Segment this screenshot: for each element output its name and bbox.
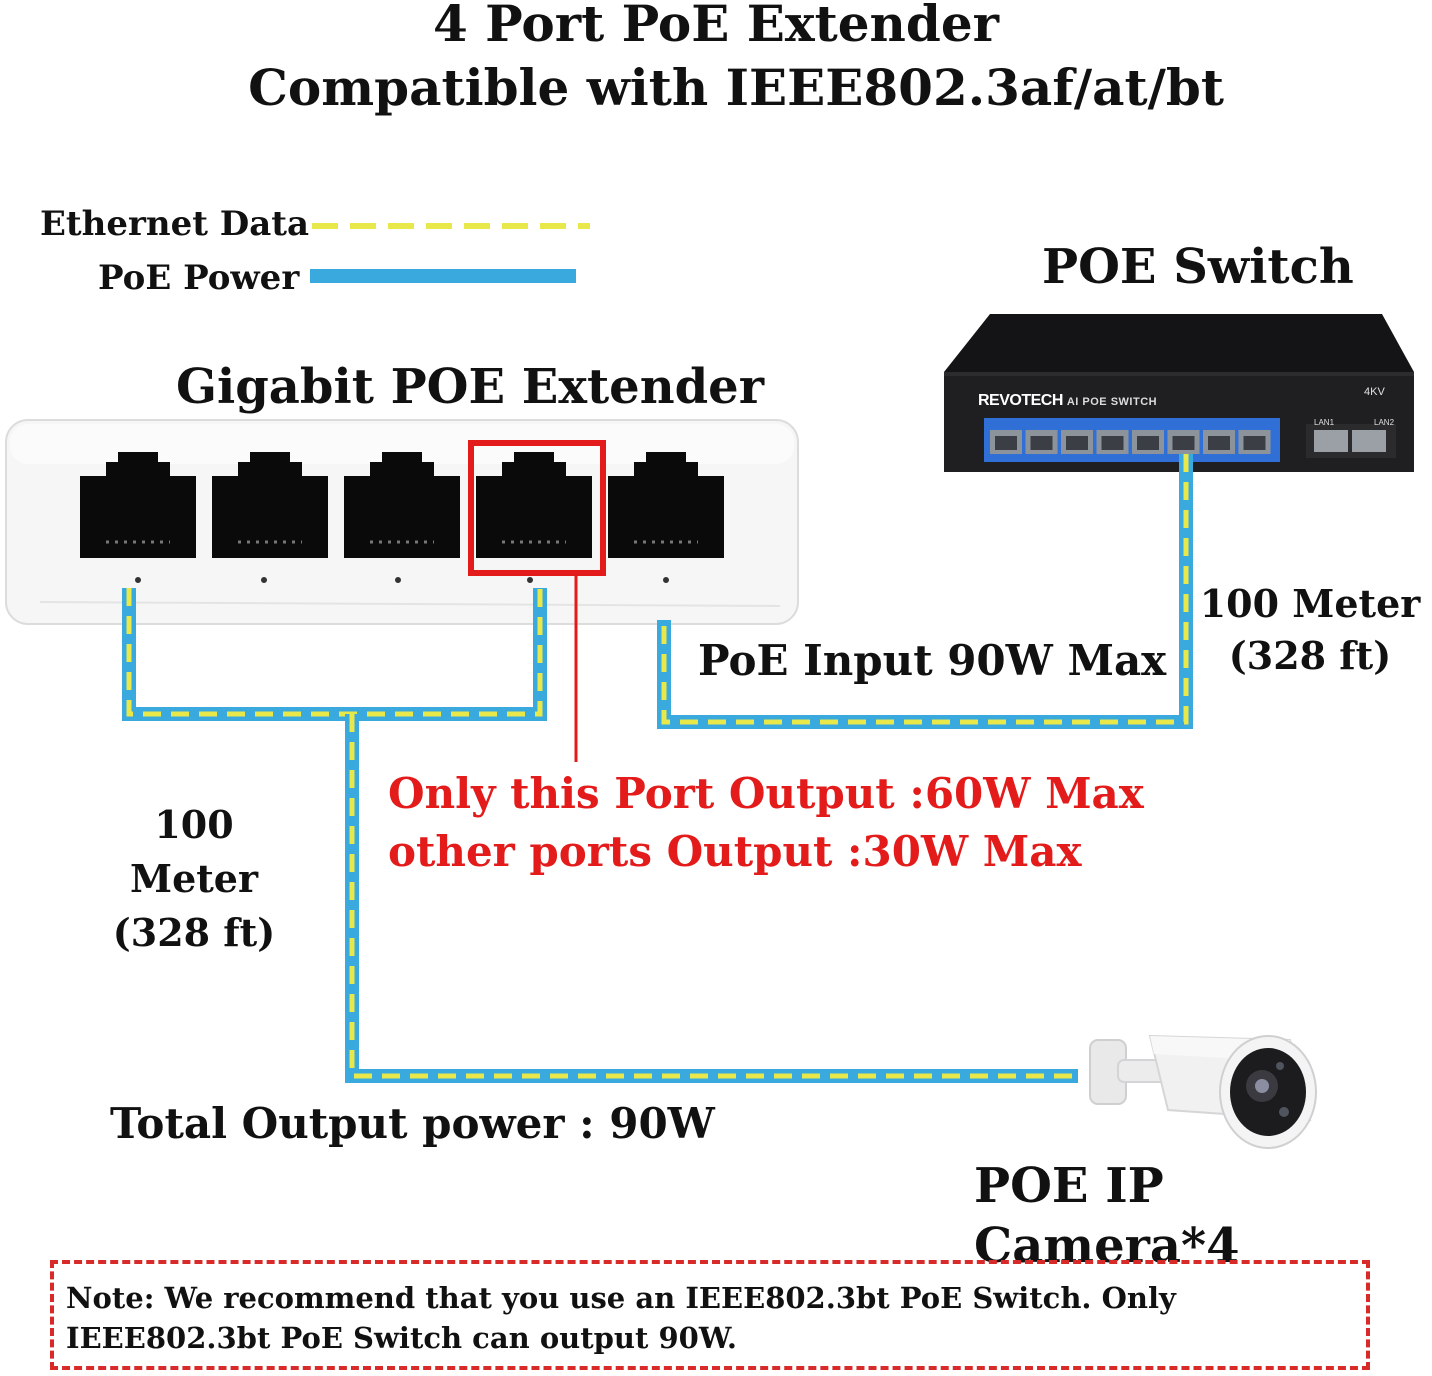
switch-brand-suffix: AI POE SWITCH <box>1066 396 1158 408</box>
switch-lan1-label: LAN1 <box>1314 418 1335 427</box>
length-right-feet: (328 ft) <box>1228 633 1392 678</box>
cable-switch-to-extender <box>657 454 1193 729</box>
legend-ethernet-label: Ethernet Data <box>40 204 310 244</box>
extender-title: Gigabit POE Extender <box>176 359 764 415</box>
switch-port-socket <box>1030 436 1053 450</box>
title-line-2: Compatible with IEEE802.3af/at/bt <box>248 58 1224 117</box>
port-output-note-other: other ports Output :30W Max <box>388 827 1082 876</box>
extender-port-5 <box>80 452 196 583</box>
switch-brand: REVOTECH AI POE SWITCH <box>978 392 1157 410</box>
recommendation-note-box: Note: We recommend that you use an IEEE8… <box>50 1260 1370 1370</box>
title-line-1: 4 Port PoE Extender <box>432 0 1000 53</box>
switch-lan-ports <box>1314 430 1386 452</box>
camera-title: POE IP Camera*4 <box>974 1158 1240 1274</box>
switch-brand-name: REVOTECH <box>978 392 1063 409</box>
length-right-meters: 100 Meter <box>1199 581 1421 626</box>
switch-lan2-label: LAN2 <box>1374 418 1395 427</box>
length-label-left: 100 Meter (328 ft) <box>84 798 304 960</box>
total-output-power-label: Total Output power : 90W <box>110 1099 715 1148</box>
extender-port-4 <box>212 452 328 583</box>
length-left-feet: (328 ft) <box>112 910 276 955</box>
poe-input-label: PoE Input 90W Max <box>698 636 1167 685</box>
switch-ports <box>990 430 1271 454</box>
port-output-note-primary: Only this Port Output :60W Max <box>388 769 1144 818</box>
switch-title: POE Switch <box>1042 239 1354 295</box>
extender-port-2 <box>476 452 592 583</box>
extender-port-poe-in <box>608 452 724 583</box>
length-label-right: 100 Meter (328 ft) <box>1190 578 1430 682</box>
length-left-meters: 100 Meter <box>130 802 258 901</box>
extender-ports <box>80 452 724 583</box>
switch-port-socket <box>1137 436 1159 450</box>
switch-port-socket <box>1243 436 1266 450</box>
switch-port-socket <box>1208 436 1230 450</box>
switch-port-socket <box>1101 436 1124 450</box>
switch-port-socket <box>995 436 1017 450</box>
highlighted-port-box <box>468 440 606 576</box>
cable-to-camera <box>345 714 1078 1083</box>
switch-port-socket <box>1172 436 1195 450</box>
poe-ip-camera <box>1089 1034 1317 1149</box>
cable-extender-outputs <box>122 588 547 721</box>
switch-badge: 4KV <box>1364 386 1385 398</box>
legend-poe-label: PoE Power <box>98 258 300 298</box>
switch-port-socket <box>1066 436 1088 450</box>
recommendation-note-text: Note: We recommend that you use an IEEE8… <box>66 1281 1176 1355</box>
extender-port-3 <box>344 452 460 583</box>
